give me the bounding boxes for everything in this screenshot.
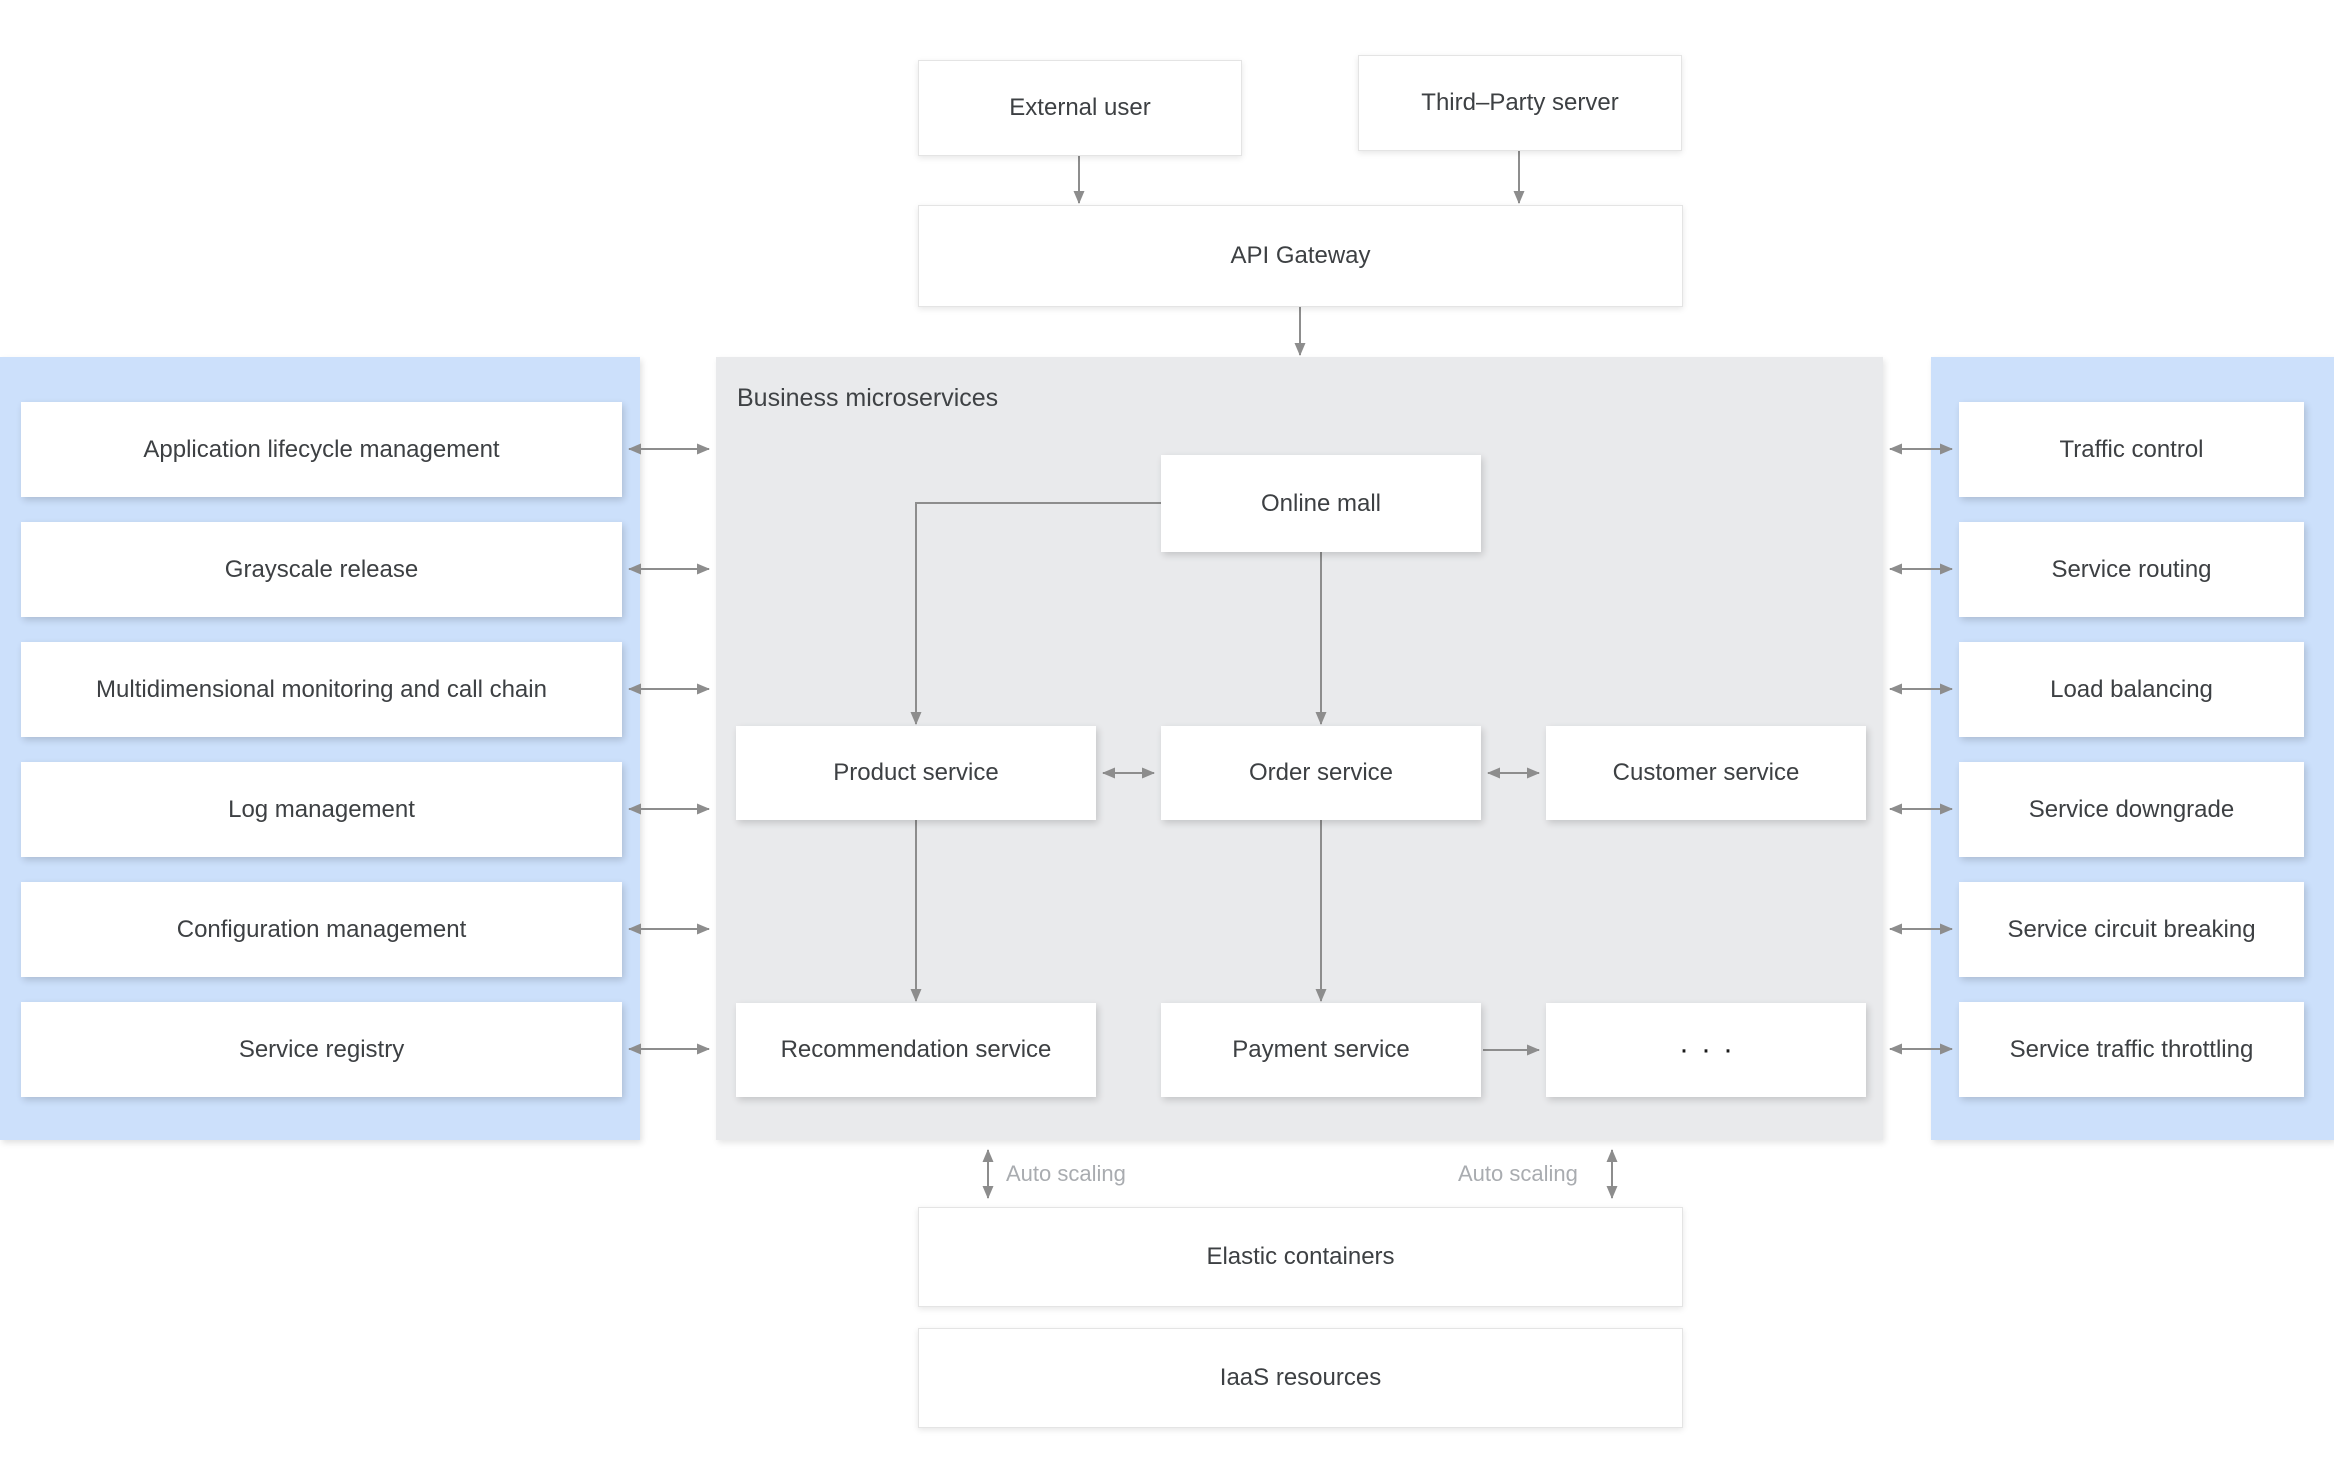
grayscale-release-label: Grayscale release — [224, 555, 419, 583]
customer-service-box: Customer service — [1546, 726, 1866, 820]
iaas-resources-label: IaaS resources — [1219, 1364, 1382, 1391]
elastic-containers-box: Elastic containers — [918, 1207, 1683, 1307]
payment-service-box: Payment service — [1161, 1003, 1481, 1097]
grayscale-release-box: Grayscale release — [21, 522, 622, 617]
external-user-box: External user — [918, 60, 1242, 156]
recommendation-service-label: Recommendation service — [780, 1036, 1052, 1063]
service-registry-label: Service registry — [238, 1035, 405, 1063]
configuration-management-box: Configuration management — [21, 882, 622, 977]
product-service-box: Product service — [736, 726, 1096, 820]
service-routing-box: Service routing — [1959, 522, 2304, 617]
third-party-server-label: Third–Party server — [1421, 89, 1619, 116]
traffic-control-box: Traffic control — [1959, 402, 2304, 497]
log-management-box: Log management — [21, 762, 622, 857]
business-microservices-title: Business microservices — [737, 384, 999, 412]
online-mall-label: Online mall — [1260, 489, 1382, 517]
service-traffic-throttling-box: Service traffic throttling — [1959, 1002, 2304, 1097]
customer-service-label: Customer service — [1612, 759, 1800, 786]
log-management-label: Log management — [228, 795, 415, 823]
iaas-resources-box: IaaS resources — [918, 1328, 1683, 1428]
app-lifecycle-management-label: Application lifecycle management — [143, 435, 500, 463]
multidimensional-monitoring-label: Multidimensional monitoring and call cha… — [96, 675, 547, 703]
more-services-label: ··· — [1679, 1033, 1745, 1067]
configuration-management-label: Configuration management — [176, 915, 467, 943]
load-balancing-box: Load balancing — [1959, 642, 2304, 737]
service-circuit-breaking-label: Service circuit breaking — [2007, 915, 2256, 943]
more-services-box: ··· — [1546, 1003, 1866, 1097]
order-service-label: Order service — [1248, 759, 1394, 786]
service-circuit-breaking-box: Service circuit breaking — [1959, 882, 2304, 977]
auto-scaling-left-label: Auto scaling — [1006, 1161, 1126, 1186]
product-service-label: Product service — [833, 759, 999, 786]
api-gateway-box: API Gateway — [918, 205, 1683, 307]
service-registry-box: Service registry — [21, 1002, 622, 1097]
online-mall-box: Online mall — [1161, 455, 1481, 552]
traffic-control-label: Traffic control — [2059, 435, 2204, 463]
api-gateway-label: API Gateway — [1230, 242, 1371, 269]
auto-scaling-right-label: Auto scaling — [1458, 1161, 1578, 1186]
service-downgrade-box: Service downgrade — [1959, 762, 2304, 857]
order-service-box: Order service — [1161, 726, 1481, 820]
elastic-containers-label: Elastic containers — [1206, 1243, 1395, 1270]
load-balancing-label: Load balancing — [2050, 675, 2213, 703]
external-user-label: External user — [1009, 94, 1151, 121]
third-party-server-box: Third–Party server — [1358, 55, 1682, 151]
service-routing-label: Service routing — [2051, 555, 2212, 583]
app-lifecycle-management-box: Application lifecycle management — [21, 402, 622, 497]
recommendation-service-box: Recommendation service — [736, 1003, 1096, 1097]
service-downgrade-label: Service downgrade — [2028, 795, 2235, 823]
service-traffic-throttling-label: Service traffic throttling — [2009, 1035, 2254, 1063]
payment-service-label: Payment service — [1232, 1036, 1410, 1063]
multidimensional-monitoring-box: Multidimensional monitoring and call cha… — [21, 642, 622, 737]
